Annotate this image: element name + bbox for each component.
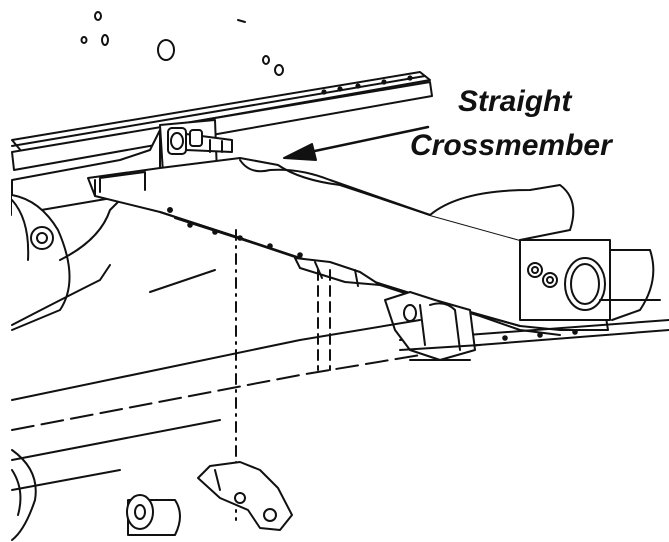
mount-bracket-mid xyxy=(384,291,481,361)
upper-frame-rail xyxy=(11,71,433,171)
top-holes xyxy=(80,11,284,76)
callout-arrow xyxy=(283,125,430,161)
lower-frame-lines xyxy=(11,229,421,521)
lower-hanger-bracket xyxy=(197,461,293,531)
left-bolts xyxy=(167,127,233,155)
callout-label-line1: Straight xyxy=(458,85,572,118)
callout-label-line2: Crossmember xyxy=(410,129,612,162)
lower-left-spring xyxy=(11,449,37,541)
lower-bushing xyxy=(126,494,181,536)
